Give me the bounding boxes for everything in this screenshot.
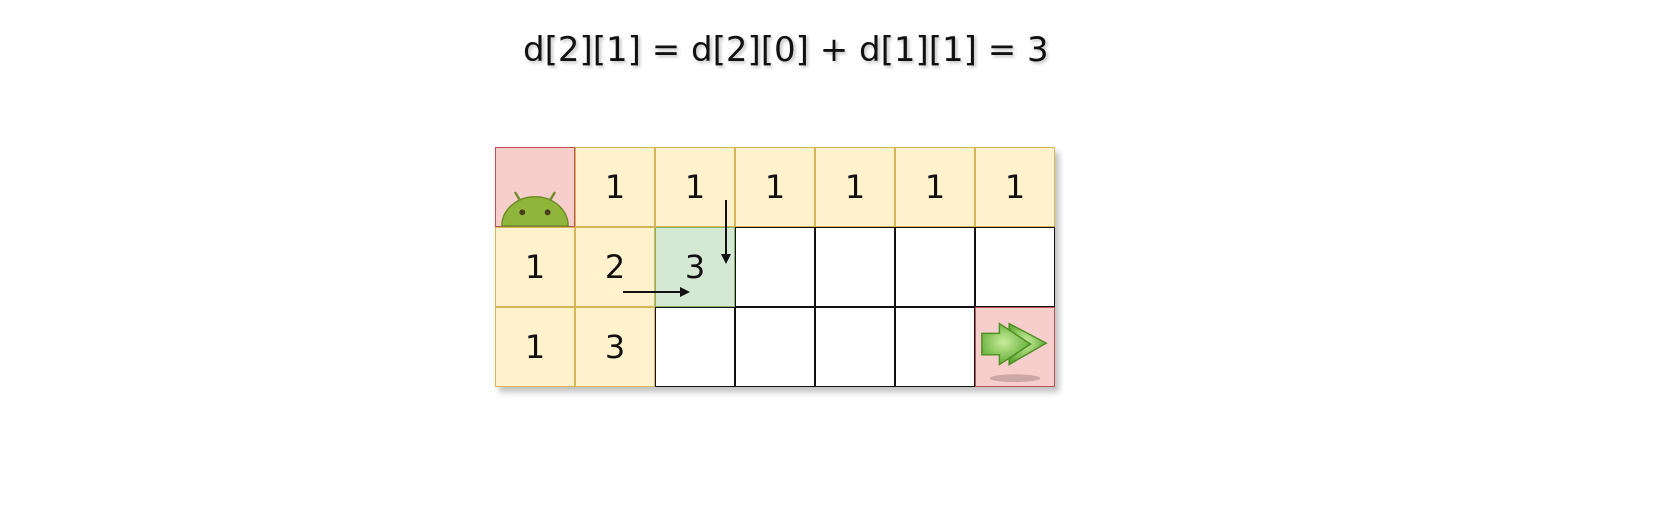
grid-cell: 1: [495, 227, 575, 307]
grid-cell: [895, 307, 975, 387]
double-arrow-right-icon: [981, 322, 1048, 383]
grid-cell: [815, 307, 895, 387]
grid: 1 1 1 1 1 1 1 2 3 1 3: [495, 147, 1055, 387]
grid-cell: [655, 307, 735, 387]
grid-cell: [735, 307, 815, 387]
grid-cell: 1: [655, 147, 735, 227]
grid-cell: 1: [735, 147, 815, 227]
grid-cell: 1: [495, 307, 575, 387]
grid-cell: 1: [815, 147, 895, 227]
grid-cell: [895, 227, 975, 307]
finish-cell: [975, 307, 1055, 387]
start-cell: [495, 147, 575, 227]
formula-title: d[2][1] = d[2][0] + d[1][1] = 3: [523, 30, 1049, 70]
android-robot-icon: [501, 191, 569, 227]
grid-cell: 2: [575, 227, 655, 307]
grid-cell: 1: [895, 147, 975, 227]
current-cell: 3: [655, 227, 735, 307]
grid-cell: [975, 227, 1055, 307]
grid-cell: 3: [575, 307, 655, 387]
grid-cell: 1: [975, 147, 1055, 227]
grid-cell: [815, 227, 895, 307]
grid-cell: [735, 227, 815, 307]
grid-cell: 1: [575, 147, 655, 227]
